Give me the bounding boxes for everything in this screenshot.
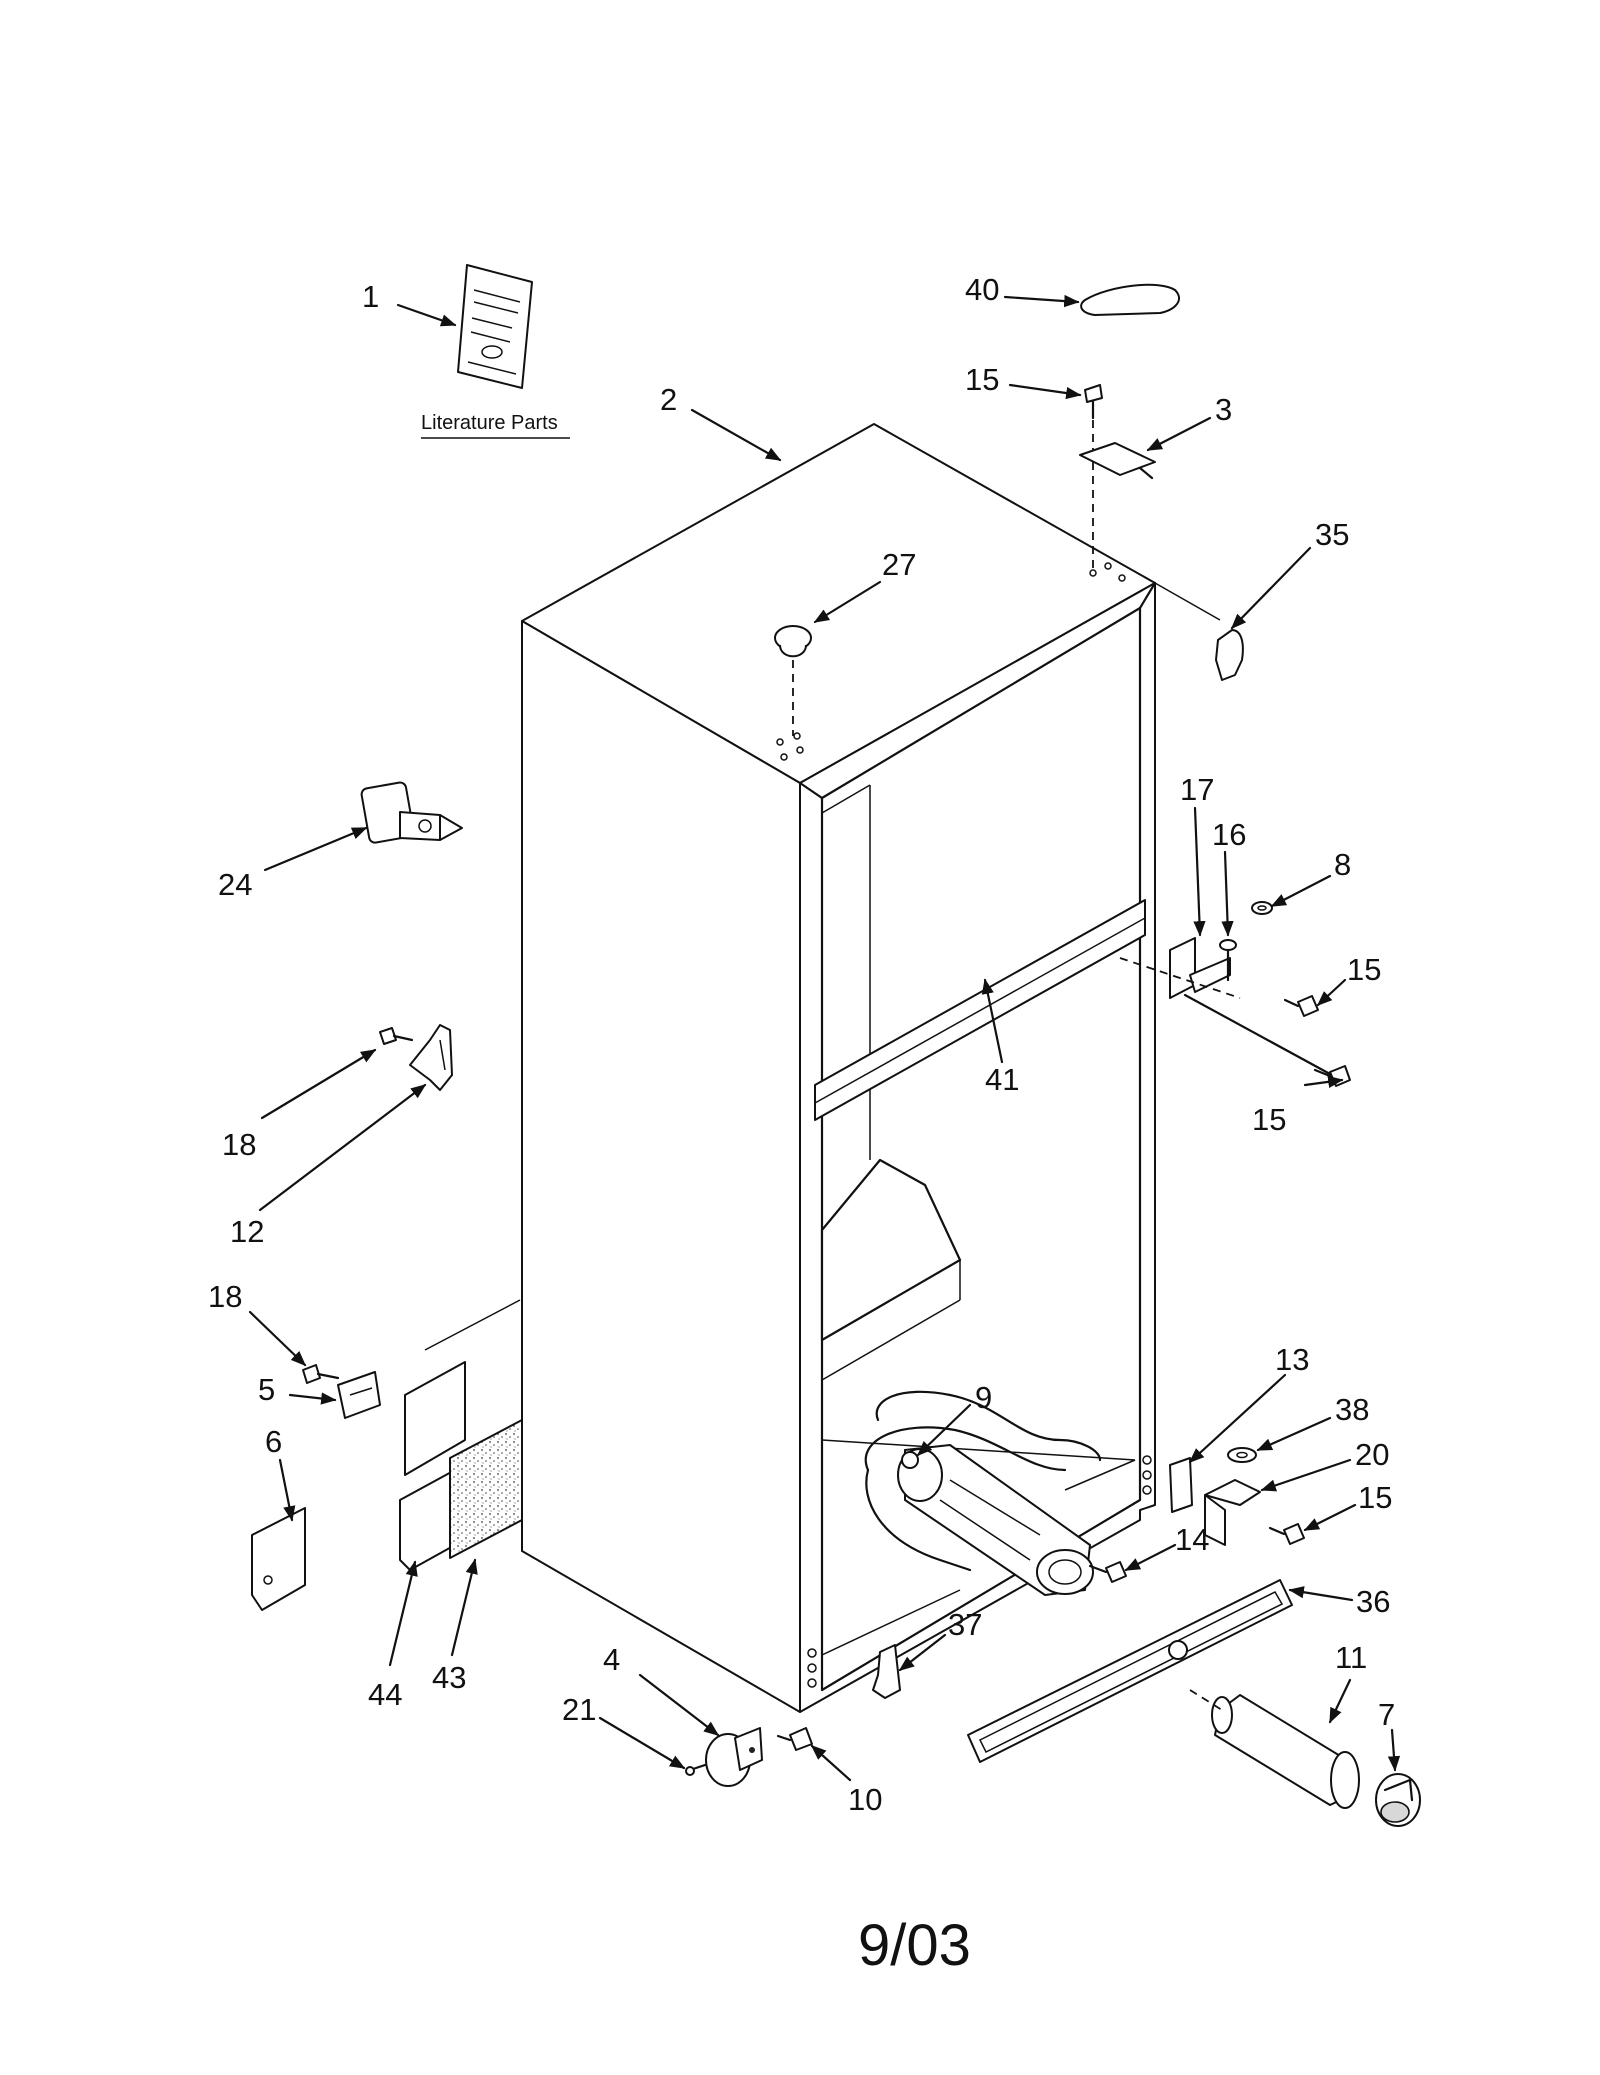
screw-10 (776, 1727, 813, 1751)
callout-15-mid: 15 (1347, 952, 1381, 987)
insulation-pad-43 (449, 1419, 523, 1559)
washer-38 (1227, 1447, 1257, 1463)
callout-27: 27 (882, 547, 916, 582)
callout-14: 14 (1175, 1522, 1209, 1557)
callout-9: 9 (975, 1380, 992, 1415)
callout-numbers: 1 2 3 4 5 6 7 8 9 10 11 12 13 14 15 15 1… (208, 272, 1395, 1817)
callout-8: 8 (1334, 847, 1351, 882)
callout-10: 10 (848, 1782, 882, 1817)
callout-41: 41 (985, 1062, 1019, 1097)
screw-top (1084, 384, 1103, 420)
callout-3: 3 (1215, 392, 1232, 427)
bottom-hinge-20 (1204, 1479, 1261, 1546)
bracket-44 (399, 1299, 521, 1571)
hinge-bracket-5 (337, 1371, 381, 1419)
refrigerator-cabinet (521, 423, 1157, 1713)
callout-13: 13 (1275, 1342, 1309, 1377)
leader-lines (248, 294, 1401, 1782)
callout-12: 12 (230, 1214, 264, 1249)
callout-20: 20 (1355, 1437, 1389, 1472)
callout-44: 44 (368, 1677, 402, 1712)
screw-15-mid (1283, 995, 1319, 1017)
screw-15-bottom (1268, 1523, 1305, 1545)
literature-parts-label: Literature Parts (421, 412, 558, 434)
center-hinge-17 (1169, 937, 1231, 999)
hinge-pin-16 (1219, 939, 1237, 982)
callout-38: 38 (1335, 1392, 1369, 1427)
callout-11: 11 (1335, 1640, 1367, 1675)
cover-plate-6 (251, 1507, 306, 1611)
filter-housing (897, 1444, 1094, 1596)
callout-15-bottom: 15 (1358, 1480, 1392, 1515)
callout-35: 35 (1315, 517, 1349, 552)
filter-cap (1375, 1773, 1421, 1827)
callout-24: 24 (218, 867, 252, 902)
hinge-bolt-and-bracket-upper (379, 1024, 453, 1091)
callout-2: 2 (660, 382, 677, 417)
clip-37 (872, 1644, 901, 1699)
callout-15-top: 15 (965, 362, 999, 397)
hinge-bolt-lower (302, 1364, 340, 1384)
callout-40: 40 (965, 272, 999, 307)
hinge-cover (1080, 283, 1180, 316)
callout-16: 16 (1212, 817, 1246, 852)
toe-grille (967, 1579, 1293, 1763)
callout-17: 17 (1180, 772, 1214, 807)
water-tube (875, 1390, 1102, 1462)
leveling-leg-24 (360, 781, 463, 844)
callout-5: 5 (258, 1372, 275, 1407)
plug-button (774, 625, 812, 658)
callout-7: 7 (1378, 1697, 1395, 1732)
hinge-bracket-35 (1215, 629, 1244, 681)
callout-1: 1 (362, 279, 379, 314)
callout-15-lower: 15 (1252, 1102, 1286, 1137)
screw-14 (1088, 1561, 1127, 1583)
callout-4: 4 (603, 1642, 620, 1677)
water-filter (1189, 1689, 1360, 1809)
callout-18-upper: 18 (222, 1127, 256, 1162)
shim-13 (1169, 1457, 1193, 1513)
callout-18-lower: 18 (208, 1279, 242, 1314)
callout-43: 43 (432, 1660, 466, 1695)
callout-6: 6 (265, 1424, 282, 1459)
literature-booklet (457, 264, 533, 389)
washer-8 (1251, 901, 1273, 915)
callout-21: 21 (562, 1692, 596, 1727)
roller-4 (705, 1727, 763, 1787)
footer-date: 9/03 (858, 1913, 971, 1978)
callout-37: 37 (948, 1607, 982, 1642)
callout-36: 36 (1356, 1584, 1390, 1619)
top-hinge (1079, 442, 1156, 476)
